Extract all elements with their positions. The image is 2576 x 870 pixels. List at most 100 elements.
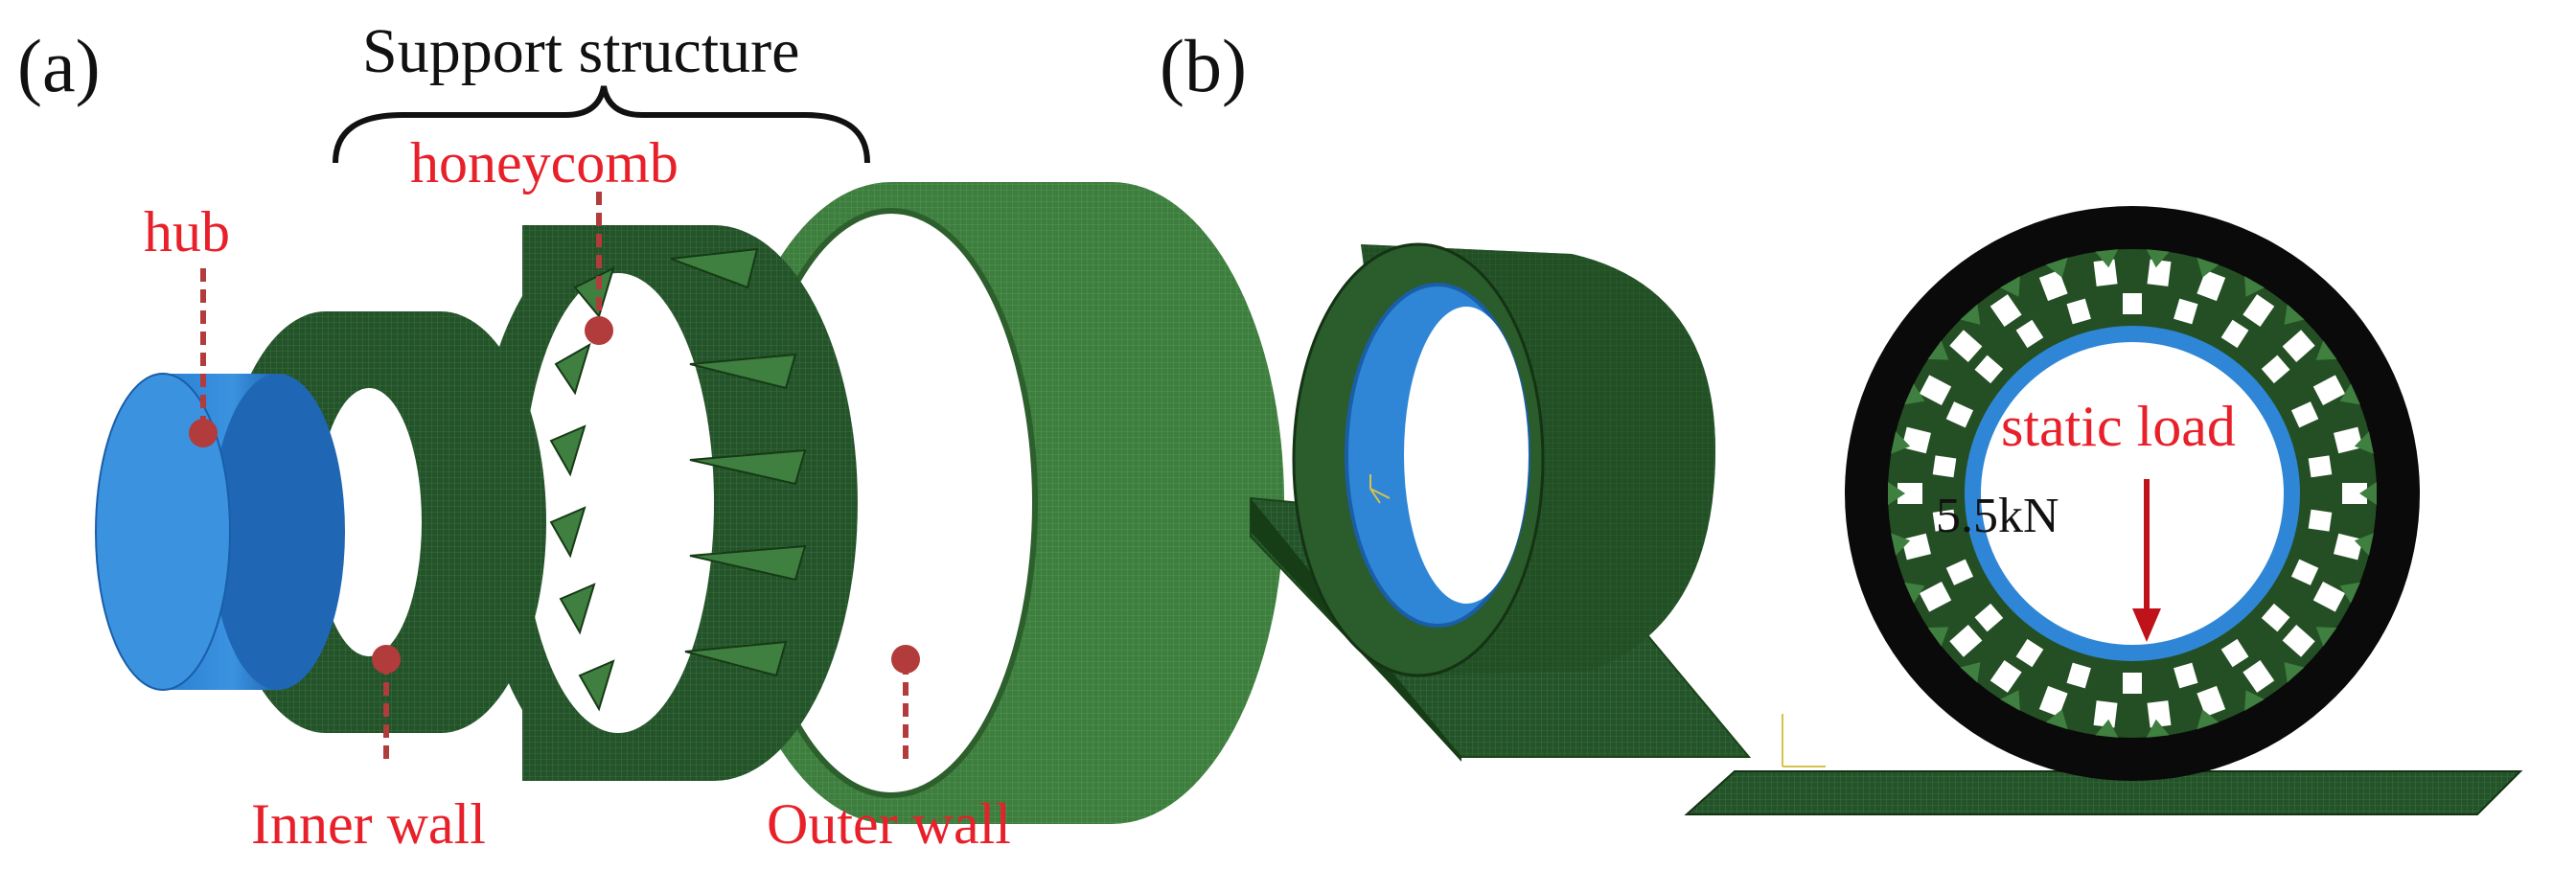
rim-tooth	[2354, 431, 2374, 454]
honeycomb-cell	[2093, 700, 2118, 728]
label-hub: hub	[144, 200, 230, 263]
honeycomb-cell	[2038, 685, 2068, 717]
panel-b-label: (b)	[1160, 24, 1247, 107]
honeycomb-cell	[1945, 401, 1974, 428]
rim-tooth	[1904, 383, 1925, 405]
honeycomb-cell	[2196, 270, 2226, 302]
rim-tooth	[2146, 249, 2170, 268]
honeycomb-cell	[2196, 685, 2226, 717]
rim-tooth	[2045, 709, 2068, 730]
honeycomb-cell	[2147, 700, 2172, 728]
rim-tooth	[2045, 257, 2068, 278]
support-structure-bracket	[333, 85, 870, 164]
honeycomb-cell	[1974, 355, 2004, 384]
honeycomb-cell	[2261, 355, 2290, 384]
honeycomb-cell	[1974, 603, 2004, 632]
honeycomb-cell	[2015, 638, 2044, 668]
label-inner-wall: Inner wall	[251, 792, 486, 856]
support-structure-title: Support structure	[362, 16, 799, 86]
honeycomb-cell	[2066, 662, 2091, 689]
honeycomb-cell	[1901, 533, 1931, 561]
ground-plate-front	[1684, 770, 2523, 815]
load-value: 5.5kN	[1936, 489, 2059, 543]
honeycomb-cell	[2174, 662, 2198, 689]
rim-tooth	[2284, 304, 2305, 325]
rim-tooth	[1891, 431, 1911, 454]
rim-tooth	[2196, 257, 2220, 278]
honeycomb-cell	[2308, 455, 2333, 478]
rim-tooth	[1888, 482, 1905, 505]
rim-tooth	[2000, 690, 2020, 711]
rim-tooth	[2354, 533, 2374, 556]
rim-tooth	[2146, 719, 2170, 738]
honeycomb-cell	[1919, 375, 1952, 405]
honeycomb-cell	[2334, 426, 2363, 454]
honeycomb-cell	[1949, 330, 1983, 363]
rim-tooth	[2095, 249, 2119, 268]
tire-iso	[1292, 242, 1715, 677]
rim-tooth	[2284, 662, 2305, 683]
rim-tooth	[2315, 340, 2337, 360]
honeycomb-cells	[1888, 249, 2377, 738]
rim-tooth	[2339, 582, 2360, 604]
honeycomb-cell	[2290, 401, 2319, 428]
honeycomb-cell	[2242, 659, 2275, 693]
label-honeycomb: honeycomb	[410, 131, 678, 195]
rim-tooth	[2095, 719, 2119, 738]
honeycomb-cell	[1990, 659, 2022, 693]
static-load-title: static load	[2001, 395, 2236, 458]
rim-tooth	[1960, 304, 1981, 325]
honeycomb-cell	[2066, 298, 2091, 325]
rim-tooth	[2196, 709, 2220, 730]
honeycomb-cell	[2093, 259, 2118, 286]
honeycomb-cell	[1932, 455, 1957, 478]
leader-lines	[200, 192, 908, 767]
axis-triad	[1782, 714, 1826, 767]
label-outer-wall: Outer wall	[767, 792, 1011, 856]
honeycomb-cell	[2282, 330, 2315, 363]
honeycomb-cell	[1949, 624, 1983, 657]
load-arrow	[2132, 479, 2161, 642]
honeycomb-cell	[1945, 559, 1974, 585]
honeycomb-cell	[2038, 270, 2068, 302]
rim-tooth	[1927, 627, 1949, 647]
honeycomb-cell	[2015, 319, 2044, 349]
panel-a-label: (a)	[17, 24, 101, 107]
honeycomb-cell	[1932, 509, 1957, 532]
honeycomb-cell	[2290, 559, 2319, 585]
honeycomb-cell	[1898, 483, 1922, 504]
honeycomb-cell	[2174, 298, 2198, 325]
honeycomb-cell	[2342, 483, 2367, 504]
honeycomb-cell	[2123, 293, 2142, 314]
honeycomb-cell	[2308, 509, 2333, 532]
tire-front	[1845, 206, 2420, 781]
rim-tooth	[1960, 662, 1981, 683]
honeycomb-cell	[2261, 603, 2290, 632]
honeycomb-cell	[2312, 375, 2346, 405]
honeycomb-cell	[1919, 582, 1952, 612]
rim-tooth	[2244, 276, 2265, 297]
honeycomb-cell	[2282, 624, 2315, 657]
honeycomb-cell	[2147, 259, 2172, 286]
honeycomb-cell	[1990, 294, 2022, 328]
rim-tooth	[2244, 690, 2265, 711]
rim-tooth	[2359, 482, 2377, 505]
honeycomb-cell	[2242, 294, 2275, 328]
rim-tooth	[1891, 533, 1911, 556]
hub-cylinder	[95, 373, 345, 691]
panel-b: (b) static loa	[1160, 24, 2523, 815]
rim-tooth	[2000, 276, 2020, 297]
honeycomb-cell	[2312, 582, 2346, 612]
honeycomb	[474, 225, 858, 781]
honeycomb-cell	[2334, 533, 2363, 561]
honeycomb-cell	[1901, 426, 1931, 454]
rim-tooth	[2339, 383, 2360, 405]
honeycomb-cell	[2220, 319, 2249, 349]
honeycomb-cell	[2123, 673, 2142, 694]
rim-tooth	[1927, 340, 1949, 360]
leader-dots	[189, 316, 920, 674]
rim-tooth	[2315, 627, 2337, 647]
panel-a: (a) Support structure	[17, 16, 1284, 856]
rim-tooth	[1904, 582, 1925, 604]
